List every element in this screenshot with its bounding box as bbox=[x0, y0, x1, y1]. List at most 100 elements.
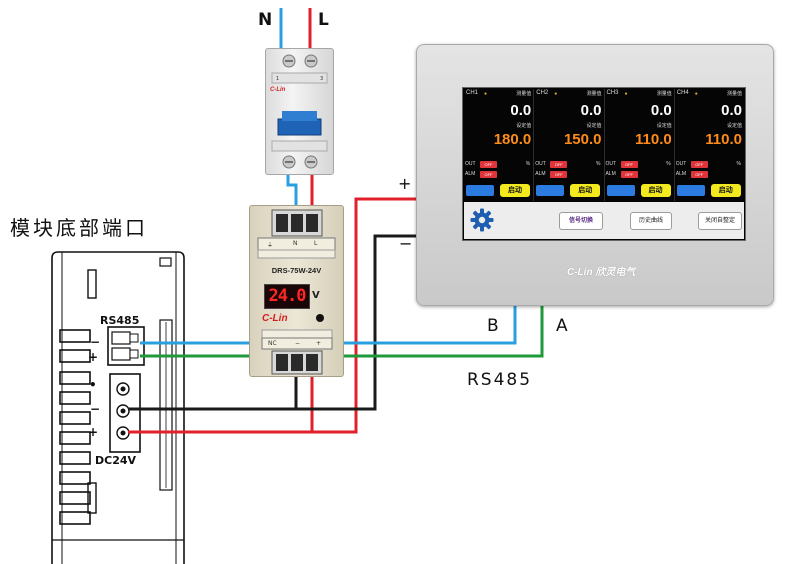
out-state: OFF bbox=[550, 161, 568, 168]
label-minus: − bbox=[399, 234, 413, 253]
circuit-breaker: C-Lin 1 3 bbox=[265, 48, 334, 175]
pv-label: 测量值 bbox=[586, 91, 602, 97]
label-rs485-bus: RS485 bbox=[467, 370, 533, 390]
breaker-graphic bbox=[271, 54, 328, 169]
channel-status-dot: ● bbox=[624, 91, 628, 97]
history-curve-button[interactable]: 历史曲线 bbox=[630, 212, 672, 230]
pv-label: 测量值 bbox=[516, 91, 532, 97]
label-module-term-earth: • bbox=[89, 378, 97, 392]
sv-label: 设定值 bbox=[586, 123, 602, 129]
sv-label: 设定值 bbox=[516, 123, 532, 129]
pv-label: 测量值 bbox=[726, 91, 742, 97]
channel-start-button[interactable]: 启动 bbox=[710, 184, 741, 197]
channel-card: CH2 ● 测量值 0.0 设定值 150.0 OUT OFF % ALM OF… bbox=[534, 89, 605, 201]
out-label: OUT bbox=[675, 161, 687, 167]
label-b: B bbox=[487, 316, 499, 336]
psu-terminal-nc: NC bbox=[268, 340, 277, 347]
module-body bbox=[51, 251, 185, 564]
psu-voltage-display: 24.0 bbox=[264, 284, 310, 309]
alm-state: OFF bbox=[550, 171, 568, 178]
psu-logo: C-Lin bbox=[262, 313, 288, 324]
power-supply: ⏚ N L DRS-75W-24V 24.0 V C-Lin NC − + bbox=[249, 205, 344, 377]
channel-start-button[interactable]: 启动 bbox=[640, 184, 671, 197]
label-module-term-plus: + bbox=[88, 425, 99, 439]
module-rs485-connector bbox=[107, 326, 145, 366]
channel-name: CH2 bbox=[536, 90, 549, 96]
channel-name: CH1 bbox=[466, 90, 479, 96]
label-module-rs485-minus: − bbox=[90, 335, 101, 349]
label-module-port: 模块底部端口 bbox=[10, 216, 148, 240]
psu-graphic bbox=[257, 209, 336, 375]
channel-name: CH3 bbox=[606, 90, 619, 96]
wire-neutral-to-psu bbox=[286, 172, 298, 212]
channel-mode-button[interactable] bbox=[466, 185, 494, 196]
channel-start-button[interactable]: 启动 bbox=[570, 184, 601, 197]
out-label: OUT bbox=[535, 161, 546, 167]
alm-state: OFF bbox=[480, 171, 497, 178]
out-state: OFF bbox=[690, 161, 708, 168]
pv-value: 0.0 bbox=[580, 102, 602, 119]
channel-mode-button[interactable] bbox=[606, 185, 635, 196]
autotune-off-button[interactable]: 关闭自整定 bbox=[698, 212, 742, 230]
psu-terminal-earth: ⏚ bbox=[267, 242, 274, 249]
out-state: OFF bbox=[620, 161, 638, 168]
breaker-logo: C-Lin bbox=[270, 87, 286, 93]
sv-value[interactable]: 110.0 bbox=[635, 131, 672, 148]
sv-value[interactable]: 180.0 bbox=[493, 131, 532, 148]
breaker-pole-right: 3 bbox=[320, 76, 324, 82]
psu-model: DRS-75W-24V bbox=[271, 266, 322, 275]
sv-value[interactable]: 110.0 bbox=[705, 131, 742, 148]
alm-state: OFF bbox=[620, 171, 638, 178]
hmi-channels: CH1 ● 测量值 0.0 设定值 180.0 OUT OFF % ALM OF… bbox=[464, 89, 744, 201]
signal-switch-button[interactable]: 信号切换 bbox=[559, 212, 603, 230]
alm-label: ALM bbox=[605, 171, 616, 177]
alm-label: ALM bbox=[675, 171, 687, 177]
out-label: OUT bbox=[465, 161, 476, 167]
alm-label: ALM bbox=[535, 171, 546, 177]
sv-label: 设定值 bbox=[726, 123, 742, 129]
sv-label: 设定值 bbox=[656, 123, 672, 129]
label-module-rs485: RS485 bbox=[100, 314, 140, 327]
alm-label: ALM bbox=[465, 171, 476, 177]
hmi-touch-panel: CH1 ● 测量值 0.0 设定值 180.0 OUT OFF % ALM OF… bbox=[416, 44, 774, 306]
sv-value[interactable]: 150.0 bbox=[563, 131, 602, 148]
channel-start-button[interactable]: 启动 bbox=[500, 184, 530, 197]
alm-state: OFF bbox=[690, 171, 708, 178]
out-state: OFF bbox=[480, 161, 497, 168]
psu-terminal-n: N bbox=[293, 240, 298, 247]
psu-voltage-unit: V bbox=[312, 290, 320, 301]
out-percent: % bbox=[525, 161, 531, 167]
channel-mode-button[interactable] bbox=[676, 185, 705, 196]
pv-value: 0.0 bbox=[721, 102, 742, 119]
channel-mode-button[interactable] bbox=[536, 185, 565, 196]
channel-status-dot: ● bbox=[554, 91, 558, 97]
channel-card: CH3 ● 测量值 0.0 设定值 110.0 OUT OFF % ALM OF… bbox=[605, 89, 675, 201]
out-percent: % bbox=[666, 161, 671, 167]
breaker-pole-left: 1 bbox=[276, 76, 280, 82]
label-module-term-minus: − bbox=[90, 402, 101, 416]
out-label: OUT bbox=[605, 161, 617, 167]
psu-terminal-l: L bbox=[314, 240, 318, 247]
gear-icon[interactable] bbox=[470, 208, 494, 232]
label-module-rs485-plus: + bbox=[88, 350, 99, 364]
module-dc24v-terminal bbox=[109, 373, 141, 453]
pv-value: 0.0 bbox=[650, 102, 672, 119]
hmi-bottom-bar: 信号切换 历史曲线 关闭自整定 bbox=[464, 202, 744, 239]
label-module-dc24v: DC24V bbox=[95, 454, 137, 467]
out-percent: % bbox=[736, 161, 741, 167]
channel-name: CH4 bbox=[676, 90, 689, 96]
label-live: L bbox=[318, 10, 329, 30]
wire-dc-minus-hmi bbox=[294, 234, 416, 411]
wire-dc-plus-hmi bbox=[310, 197, 416, 434]
hmi-brand-logo: C-Lin 欣灵电气 bbox=[567, 267, 636, 278]
out-percent: % bbox=[596, 161, 601, 167]
channel-status-dot: ● bbox=[484, 91, 488, 97]
label-plus: + bbox=[398, 174, 412, 193]
psu-terminal-minus: − bbox=[295, 340, 301, 347]
hmi-screen: CH1 ● 测量值 0.0 设定值 180.0 OUT OFF % ALM OF… bbox=[462, 87, 746, 241]
channel-status-dot: ● bbox=[694, 91, 698, 97]
label-a: A bbox=[556, 316, 568, 336]
channel-card: CH4 ● 测量值 0.0 设定值 110.0 OUT OFF % ALM OF… bbox=[675, 89, 744, 201]
channel-card: CH1 ● 测量值 0.0 设定值 180.0 OUT OFF % ALM OF… bbox=[464, 89, 535, 201]
